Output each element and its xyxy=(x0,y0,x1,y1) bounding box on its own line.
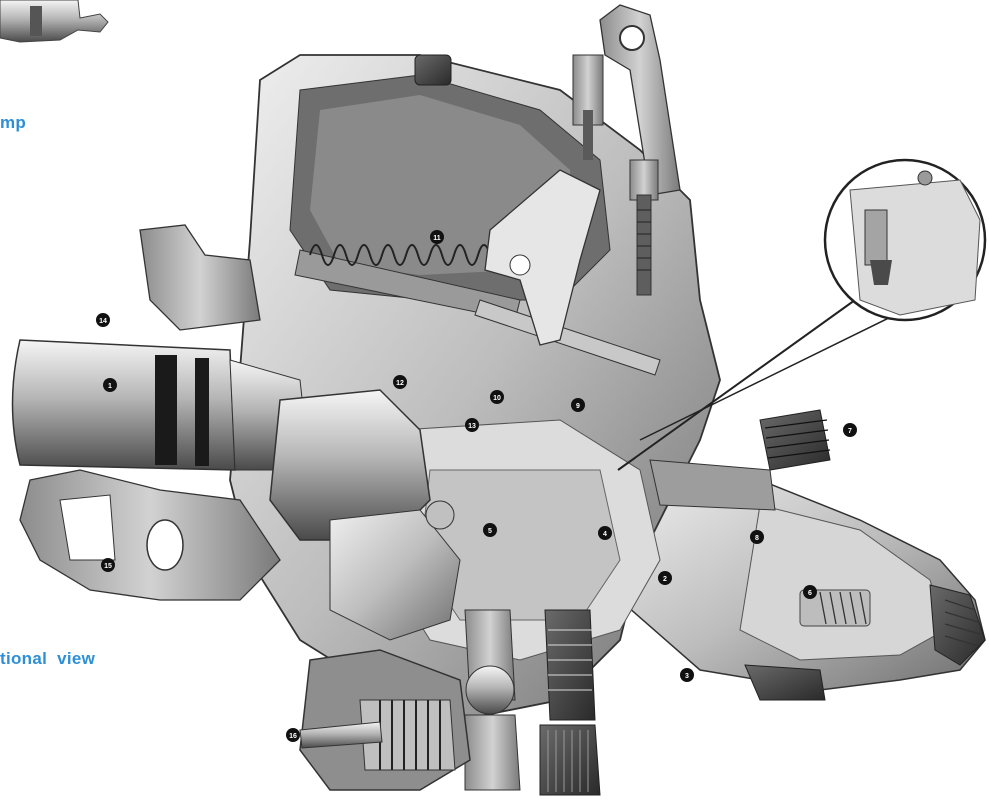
bottom-adjuster xyxy=(299,649,471,791)
callout-2: 2 xyxy=(658,571,672,585)
lower-fittings xyxy=(464,609,601,796)
svg-text:6: 6 xyxy=(808,590,812,597)
svg-text:9: 9 xyxy=(576,403,580,410)
svg-text:14: 14 xyxy=(99,318,107,325)
callout-1: 1 xyxy=(103,378,117,392)
svg-text:3: 3 xyxy=(685,673,689,680)
callout-3: 3 xyxy=(680,668,694,682)
callout-7: 7 xyxy=(843,423,857,437)
detail-magnifier xyxy=(617,158,987,471)
callout-15: 15 xyxy=(101,558,115,572)
svg-text:8: 8 xyxy=(755,535,759,542)
callout-8: 8 xyxy=(750,530,764,544)
svg-text:10: 10 xyxy=(493,395,501,402)
callout-6: 6 xyxy=(803,585,817,599)
callout-16: 16 xyxy=(286,728,300,742)
governor-spring xyxy=(294,244,661,376)
governor-lever xyxy=(484,169,601,346)
callout-14: 14 xyxy=(96,313,110,327)
svg-text:5: 5 xyxy=(488,528,492,535)
callout-5: 5 xyxy=(483,523,497,537)
caption-bottom: tional view xyxy=(0,649,96,668)
callout-9: 9 xyxy=(571,398,585,412)
svg-text:1: 1 xyxy=(108,383,112,390)
svg-text:12: 12 xyxy=(396,380,404,387)
fuel-inlet-fitting xyxy=(649,409,831,511)
callout-12: 12 xyxy=(393,375,407,389)
svg-text:13: 13 xyxy=(468,423,476,430)
top-bracket xyxy=(414,4,681,296)
svg-text:4: 4 xyxy=(603,531,607,538)
callout-4: 4 xyxy=(598,526,612,540)
injector-fragment xyxy=(0,0,109,43)
callout-markers: 1 2 3 4 5 6 7 8 9 10 11 12 13 14 15 16 xyxy=(96,230,857,742)
svg-text:11: 11 xyxy=(433,235,441,242)
callout-10: 10 xyxy=(490,390,504,404)
svg-text:7: 7 xyxy=(848,428,852,435)
svg-text:2: 2 xyxy=(663,576,667,583)
rear-head-assembly xyxy=(619,469,986,701)
caption-top: mp xyxy=(0,113,27,132)
svg-text:16: 16 xyxy=(289,733,297,740)
svg-text:15: 15 xyxy=(104,563,112,570)
callout-13: 13 xyxy=(465,418,479,432)
drive-yoke xyxy=(19,224,281,601)
rotor-assembly xyxy=(269,389,461,641)
callout-11: 11 xyxy=(430,230,444,244)
